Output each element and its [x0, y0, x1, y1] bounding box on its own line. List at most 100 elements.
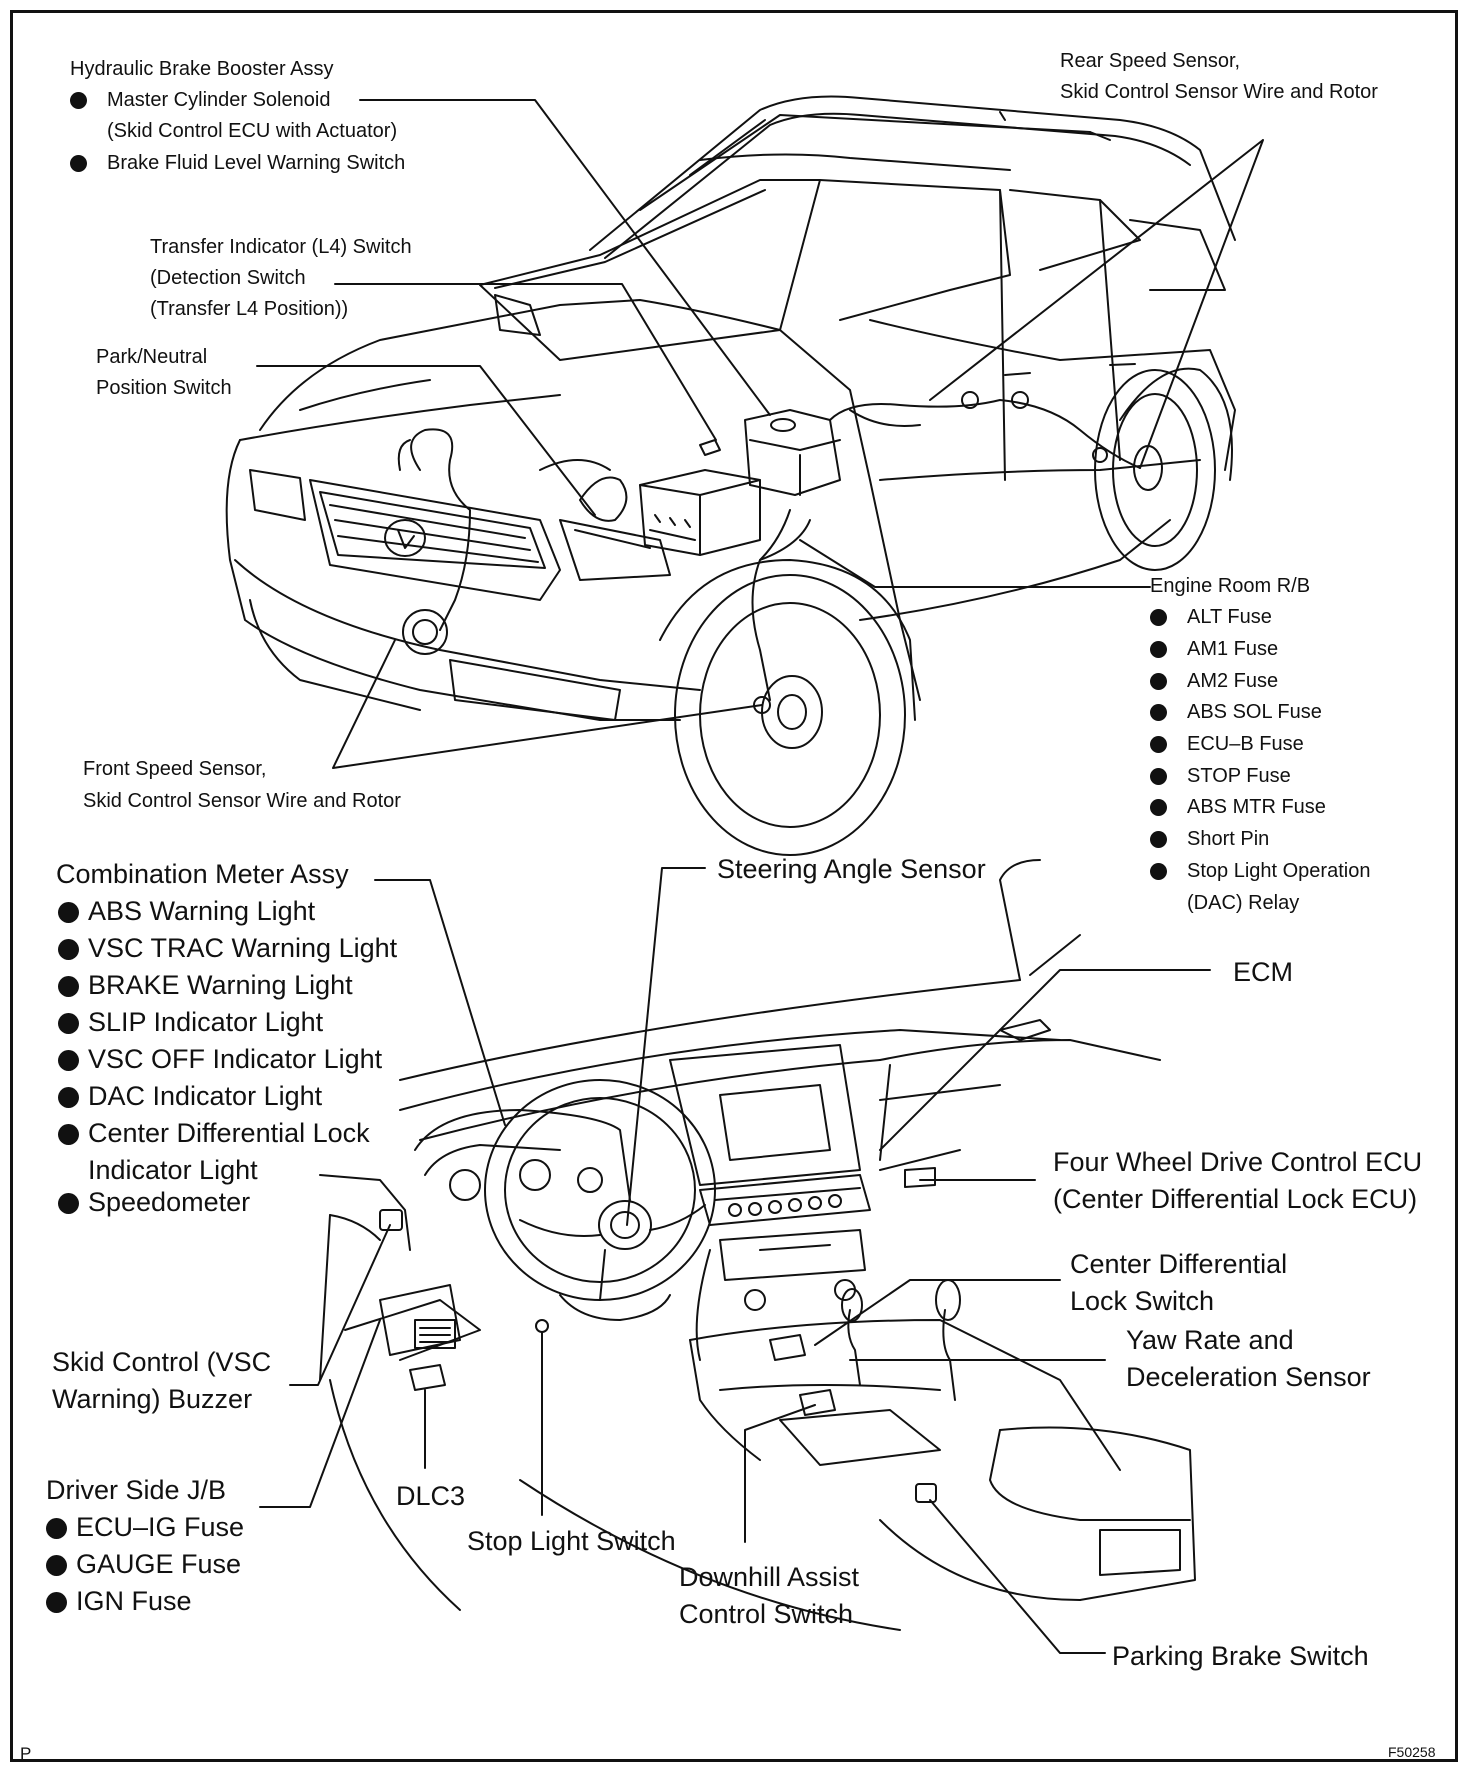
fuse-item: ECU–B Fuse: [1150, 734, 1304, 754]
item-text: Center Differential Lock: [88, 1118, 370, 1148]
rear-speed-sensor-line1: Rear Speed Sensor,: [1060, 50, 1241, 72]
steering-angle-sensor-label: Steering Angle Sensor: [717, 854, 986, 884]
yaw-rate-sensor-line2: Deceleration Sensor: [1126, 1362, 1371, 1392]
driver-side-jb-title: Driver Side J/B: [46, 1475, 227, 1505]
transfer-indicator-line3: (Transfer L4 Position)): [150, 298, 349, 320]
fuse-item: AM1 Fuse: [1150, 639, 1278, 659]
figure-frame: [10, 10, 1458, 1762]
meter-item: Center Differential Lock: [58, 1120, 370, 1147]
skid-control-buzzer-line2: Warning) Buzzer: [52, 1384, 253, 1414]
transfer-indicator-line1: Transfer Indicator (L4) Switch: [150, 236, 412, 258]
meter-item: DAC Indicator Light: [58, 1083, 322, 1110]
bullet-icon: [58, 902, 79, 924]
fuse-item-note: (DAC) Relay: [1187, 892, 1300, 914]
fuse-item: ABS SOL Fuse: [1150, 702, 1322, 722]
downhill-assist-line2: Control Switch: [679, 1599, 854, 1629]
dlc3-label: DLC3: [396, 1481, 466, 1511]
item-text: AM1 Fuse: [1187, 638, 1279, 660]
item-text: AM2 Fuse: [1187, 670, 1279, 692]
meter-item-continued: Indicator Light: [88, 1155, 258, 1185]
ecm-label: ECM: [1233, 957, 1293, 987]
bullet-icon: [70, 92, 87, 110]
bullet-icon: [1150, 609, 1167, 627]
meter-item: Speedometer: [58, 1189, 250, 1216]
item-text: ECU–IG Fuse: [76, 1512, 245, 1542]
parking-brake-switch-label: Parking Brake Switch: [1112, 1641, 1369, 1671]
meter-item: SLIP Indicator Light: [58, 1009, 323, 1036]
bullet-icon: [1150, 641, 1167, 659]
item-text: VSC TRAC Warning Light: [88, 933, 398, 963]
item-text: SLIP Indicator Light: [88, 1007, 324, 1037]
leader-lines: [256, 99, 1264, 1654]
corner-mark-left: P: [20, 1744, 32, 1763]
bullet-icon: [58, 976, 79, 998]
item-text: Speedometer: [88, 1187, 251, 1217]
figure-code: F50258: [1388, 1744, 1436, 1760]
item-text: DAC Indicator Light: [88, 1081, 323, 1111]
bullet-icon: [70, 155, 87, 173]
item-text: GAUGE Fuse: [76, 1549, 242, 1579]
item-text: VSC OFF Indicator Light: [88, 1044, 383, 1074]
item-text: ABS Warning Light: [88, 896, 316, 926]
bullet-icon: [58, 1050, 79, 1072]
meter-item: ABS Warning Light: [58, 898, 315, 925]
jb-fuse-item: GAUGE Fuse: [46, 1551, 241, 1578]
bullet-icon: [46, 1555, 67, 1577]
item-text: ABS SOL Fuse: [1187, 701, 1322, 723]
four-wheel-drive-ecu-line1: Four Wheel Drive Control ECU: [1053, 1147, 1423, 1177]
bullet-icon: [58, 1087, 79, 1109]
item-text: STOP Fuse: [1187, 765, 1291, 787]
front-speed-sensor-line2: Skid Control Sensor Wire and Rotor: [83, 790, 401, 812]
stop-light-switch-label: Stop Light Switch: [467, 1526, 676, 1556]
bullet-icon: [1150, 673, 1167, 691]
bullet-icon: [1150, 768, 1167, 786]
rear-speed-sensor-line2: Skid Control Sensor Wire and Rotor: [1060, 81, 1378, 103]
bullet-icon: [58, 1193, 79, 1215]
meter-item: VSC OFF Indicator Light: [58, 1046, 382, 1073]
hydraulic-booster-item: Brake Fluid Level Warning Switch: [70, 153, 405, 173]
hydraulic-booster-item: Master Cylinder Solenoid: [70, 90, 330, 110]
center-diff-lock-switch-line2: Lock Switch: [1070, 1286, 1215, 1316]
bullet-icon: [1150, 799, 1167, 817]
center-diff-lock-switch-line1: Center Differential: [1070, 1249, 1288, 1279]
fuse-item: STOP Fuse: [1150, 766, 1291, 786]
bullet-icon: [1150, 704, 1167, 722]
yaw-rate-sensor-line1: Yaw Rate and: [1126, 1325, 1294, 1355]
item-text: IGN Fuse: [76, 1586, 192, 1616]
bullet-icon: [46, 1592, 67, 1614]
hydraulic-booster-title: Hydraulic Brake Booster Assy: [70, 58, 334, 80]
item-text: Stop Light Operation: [1187, 860, 1371, 882]
bullet-icon: [1150, 863, 1167, 881]
item-text: Brake Fluid Level Warning Switch: [107, 152, 406, 174]
engine-bay: [397, 391, 1141, 714]
engine-room-rb-title: Engine Room R/B: [1150, 575, 1311, 597]
item-text: ABS MTR Fuse: [1187, 796, 1326, 818]
bullet-icon: [1150, 736, 1167, 754]
item-text: ALT Fuse: [1187, 606, 1272, 628]
jb-fuse-item: IGN Fuse: [46, 1588, 192, 1615]
item-text: BRAKE Warning Light: [88, 970, 353, 1000]
fuse-item: Short Pin: [1150, 829, 1269, 849]
bullet-icon: [58, 939, 79, 961]
fuse-item: ABS MTR Fuse: [1150, 797, 1326, 817]
bullet-icon: [58, 1124, 79, 1146]
downhill-assist-line1: Downhill Assist: [679, 1562, 860, 1592]
jb-fuse-item: ECU–IG Fuse: [46, 1514, 244, 1541]
combination-meter-title: Combination Meter Assy: [56, 859, 349, 889]
transfer-indicator-line2: (Detection Switch: [150, 267, 306, 289]
item-text: ECU–B Fuse: [1187, 733, 1304, 755]
park-neutral-line1: Park/Neutral: [96, 346, 208, 368]
front-speed-sensor-line1: Front Speed Sensor,: [83, 758, 267, 780]
bullet-icon: [46, 1518, 67, 1540]
fuse-item: Stop Light Operation: [1150, 861, 1370, 881]
vehicle-body: [225, 95, 1236, 856]
bullet-icon: [1150, 831, 1167, 849]
four-wheel-drive-ecu-line2: (Center Differential Lock ECU): [1053, 1184, 1418, 1214]
bullet-icon: [58, 1013, 79, 1035]
meter-item: BRAKE Warning Light: [58, 972, 353, 999]
fuse-item: AM2 Fuse: [1150, 671, 1278, 691]
hydraulic-booster-item-note: (Skid Control ECU with Actuator): [107, 120, 398, 142]
skid-control-buzzer-line1: Skid Control (VSC: [52, 1347, 272, 1377]
dashboard: [319, 859, 1196, 1631]
